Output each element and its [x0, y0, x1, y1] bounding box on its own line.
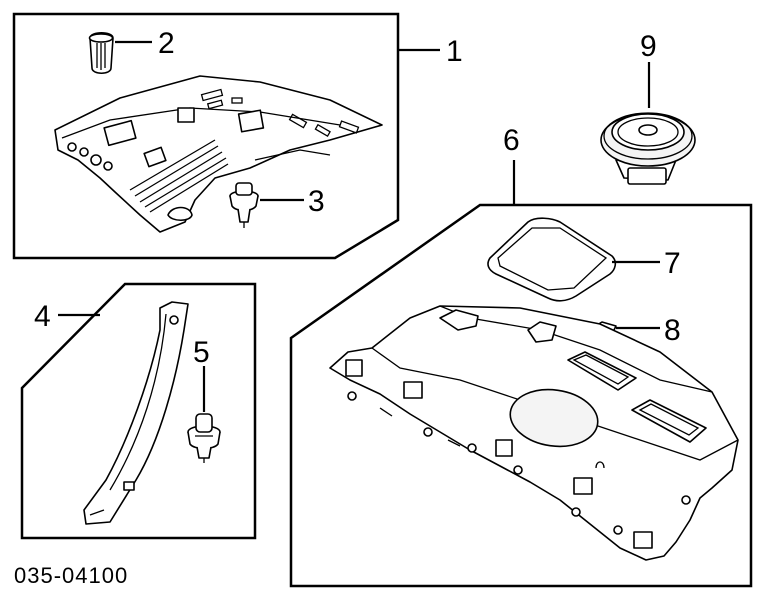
- callout-8: 8: [664, 314, 681, 347]
- callout-4: 4: [34, 300, 51, 333]
- callout-9: 9: [640, 30, 657, 63]
- callout-3: 3: [308, 185, 325, 218]
- callout-6: 6: [503, 124, 520, 157]
- group-1-box: [12, 12, 400, 260]
- clip-part-5: [187, 413, 221, 463]
- speaker-part: [600, 112, 696, 185]
- package-tray-part: [329, 305, 739, 561]
- diagram-code: 035-04100: [14, 563, 128, 588]
- cover-pad-part: [487, 217, 617, 302]
- callout-1: 1: [446, 35, 463, 68]
- rear-panel-part: [54, 75, 383, 233]
- pillar-trim-part: [83, 301, 189, 525]
- callout-7: 7: [664, 247, 681, 280]
- plug-part: [88, 31, 114, 75]
- callout-2: 2: [158, 27, 175, 60]
- group-6-box: [289, 203, 753, 588]
- clip-part-3: [229, 182, 259, 228]
- group-4-box: [20, 282, 257, 540]
- callout-5: 5: [193, 336, 210, 369]
